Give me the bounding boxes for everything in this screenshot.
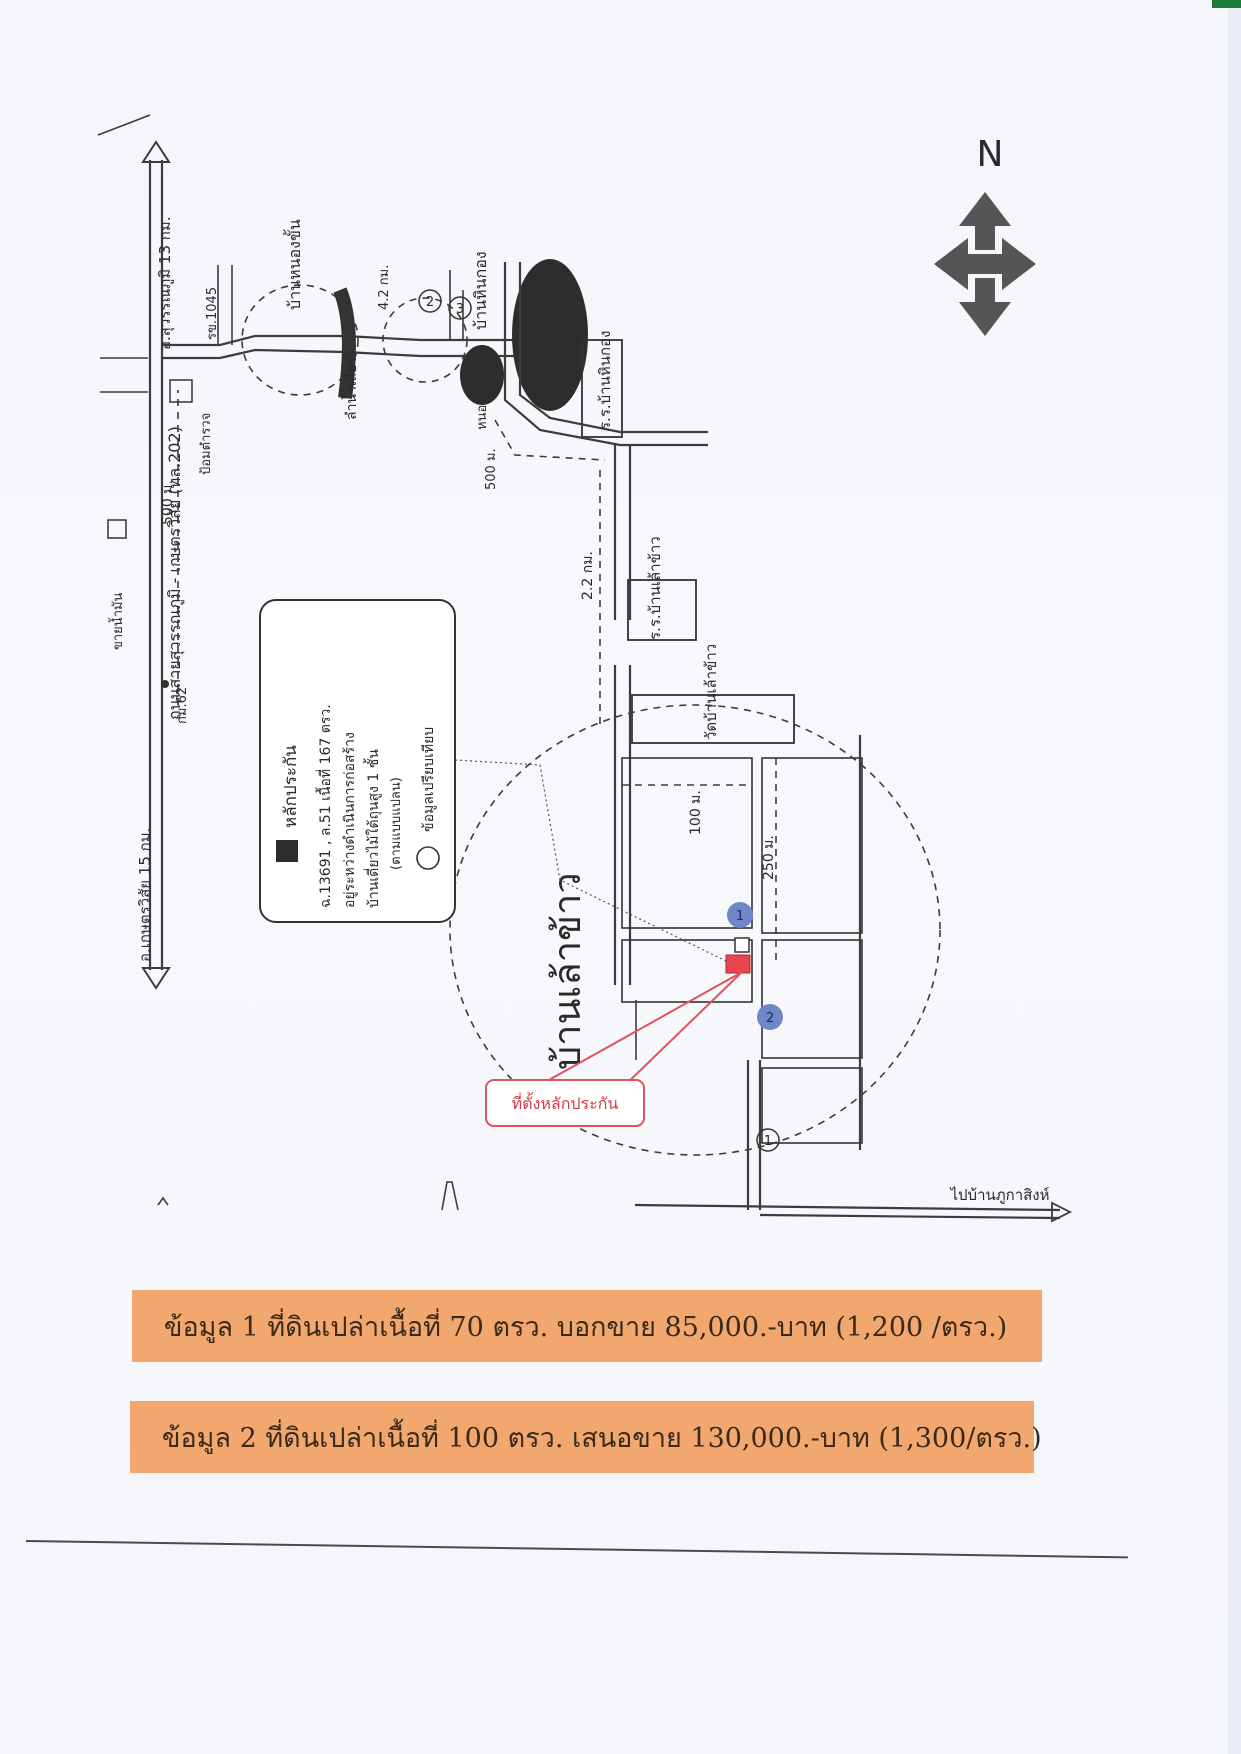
lao-khao-school-box <box>627 579 697 641</box>
legend-line3: บ้านเดี่ยวไม้ใต้ถุนสูง 1 ชั้น <box>363 749 382 908</box>
marker-3-circle <box>448 296 472 320</box>
km-marker-dot <box>161 680 169 688</box>
road-to-phu-ka-sing <box>634 1201 1073 1223</box>
legend-title: หลักประกัน <box>281 745 301 828</box>
marker-3: 3 <box>456 302 464 317</box>
collateral-pointer <box>539 971 743 1091</box>
main-highway <box>141 140 171 990</box>
compass-rose: N <box>934 134 1036 336</box>
marker-2: 2 <box>426 295 434 310</box>
distance-250m: 250 ม. <box>761 835 777 880</box>
road-1045-label: รข.1045 <box>205 287 220 340</box>
scan-corner-mark <box>1212 0 1241 8</box>
side-road-1045 <box>100 265 515 393</box>
road-to-lao-khao <box>503 262 708 985</box>
river-label: ลำน้ำเสียว <box>341 357 360 420</box>
ban-lao-khao-circle <box>449 704 941 1156</box>
distance-500m-a: 500 ม. <box>160 480 176 525</box>
ban-nong-khan-label: บ้านหนองขั้น <box>283 219 304 310</box>
collateral-house-box <box>734 937 750 953</box>
main-highway-label: ถนนสายสุวรรณภูมิ - เกษตรวิสัย (ทล.202) <box>165 426 185 720</box>
distance-2-2km: 2.2 กม. <box>580 551 596 600</box>
scan-right-edge <box>1228 0 1241 1754</box>
north-label: N <box>977 134 1004 175</box>
legend-line4: (ตามแบบแปลน) <box>389 777 404 870</box>
km-marker-label: กม.62 <box>175 687 190 724</box>
lao-khao-temple-label: วัดบ้านเล้าข้าว <box>702 644 720 740</box>
ban-lao-khao-label: บ้านเล้าข้าว <box>545 872 589 1070</box>
comparison-marker-1 <box>727 902 753 928</box>
phu-ka-sing-label: ไปบ้านภูกาสิงห์ <box>949 1186 1049 1204</box>
collateral-callout-label: ที่ตั้งหลักประกัน <box>512 1092 619 1113</box>
river <box>333 287 356 399</box>
location-map: N อ.เกษตรวิสัย 15 กม. อ.สุวรรณภูมิ 13 กม… <box>97 114 1073 1223</box>
hin-kong-school-box <box>581 339 623 438</box>
left-end-label: อ.เกษตรวิสัย 15 กม. <box>136 828 154 962</box>
ban-hin-kong-circle <box>382 297 468 383</box>
legend-comparison-icon <box>416 846 440 870</box>
pond-label: หนอง <box>475 398 490 430</box>
lao-khao-temple-box <box>631 694 795 744</box>
scan-mark-a <box>157 1196 169 1206</box>
legend-line2: อยู่ระหว่างดำเนินการก่อสร้าง <box>342 732 358 908</box>
marker-1: 1 <box>764 1134 772 1149</box>
right-end-label: อ.สุวรรณภูมิ 13 กม. <box>156 216 175 350</box>
scan-mark-b <box>441 1181 459 1211</box>
comparison-marker-2-label: 2 <box>766 1011 774 1026</box>
distance-100m: 100 ม. <box>688 790 704 835</box>
gas-station-box <box>107 519 127 539</box>
large-pond <box>512 259 588 411</box>
info-item-2: ข้อมูล 2 ที่ดินเปล่าเนื้อที่ 100 ตรว. เส… <box>130 1401 1042 1473</box>
collateral-marker <box>725 954 751 974</box>
dashed-500m-b <box>494 419 606 461</box>
ban-nong-khan-circle <box>241 284 359 396</box>
legend-line1: ฉ.13691 , ล.51 เนื้อที่ 167 ตรว. <box>315 704 334 908</box>
info-item-1: ข้อมูล 1 ที่ดินเปล่าเนื้อที่ 70 ตรว. บอก… <box>132 1290 1042 1362</box>
police-box-label: ป้อมตำรวจ <box>199 413 214 475</box>
village-blocks <box>621 735 863 1210</box>
hin-kong-school-label: ร.ร.บ้านหินกอง <box>596 331 614 430</box>
legend-box: หลักประกัน ฉ.13691 , ล.51 เนื้อที่ 167 ต… <box>259 599 456 923</box>
comparison-marker-1-label: 1 <box>736 909 744 924</box>
police-box <box>169 379 193 403</box>
ban-hin-kong-label: บ้านหินกอง <box>471 251 490 330</box>
legend-collateral-swatch <box>276 840 298 862</box>
lao-khao-school-label: ร.ร.บ้านเล้าข้าว <box>646 536 664 640</box>
legend-leader-line <box>454 759 729 963</box>
bottom-divider <box>25 1540 1128 1559</box>
collateral-callout-box <box>485 1079 645 1127</box>
marker-1-circle <box>756 1128 780 1152</box>
gas-station-label: ขายน้ำมัน <box>108 592 126 650</box>
legend-comparison-label: ข้อมูลเปรียบเทียบ <box>421 727 437 832</box>
small-pond <box>460 345 504 405</box>
distance-500m-b: 500 ม. <box>484 448 499 490</box>
marker-2-circle <box>418 289 442 313</box>
scan-mark <box>97 114 151 136</box>
comparison-marker-2 <box>757 1004 783 1030</box>
distance-4-2km: 4.2 กม. <box>377 265 392 310</box>
